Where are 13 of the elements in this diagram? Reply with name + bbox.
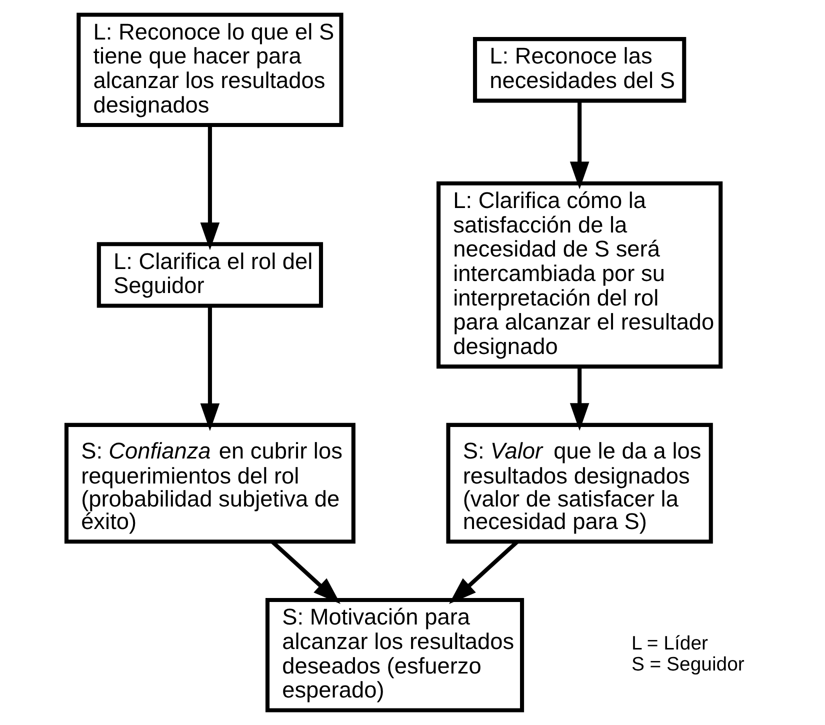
node-box: S: Confianza en cubrir los requerimientos del rol (probabilidad subjetiva de éxito) bbox=[64, 422, 355, 544]
node-box: L: Reconoce las necesidades del S bbox=[472, 37, 686, 103]
arrow bbox=[569, 367, 589, 431]
label: L = Líder bbox=[630, 632, 708, 655]
node-box: L: Reconoce lo que el S tiene que hacer para alcanzar los resultados designados bbox=[76, 12, 343, 128]
node-box: S: Motivación para alcanzar los resultados deseados (esfuerzo esperado) bbox=[264, 598, 524, 712]
label: S = Seguidor bbox=[630, 654, 744, 676]
arrow bbox=[200, 306, 220, 431]
node-box: L: Clarifica el rol del Seguidor bbox=[96, 242, 323, 308]
node-box: S: Valor que le da a los resultados designados (valor de satisfacer la necesidad para S) bbox=[446, 422, 712, 544]
arrow bbox=[569, 100, 589, 190]
arrow bbox=[200, 125, 220, 250]
node-box: L: Clarifica cómo la satisfacción de la necesidad de S será intercambiada por su interpretación del rol para alcanzar el resultado designado bbox=[436, 181, 722, 369]
